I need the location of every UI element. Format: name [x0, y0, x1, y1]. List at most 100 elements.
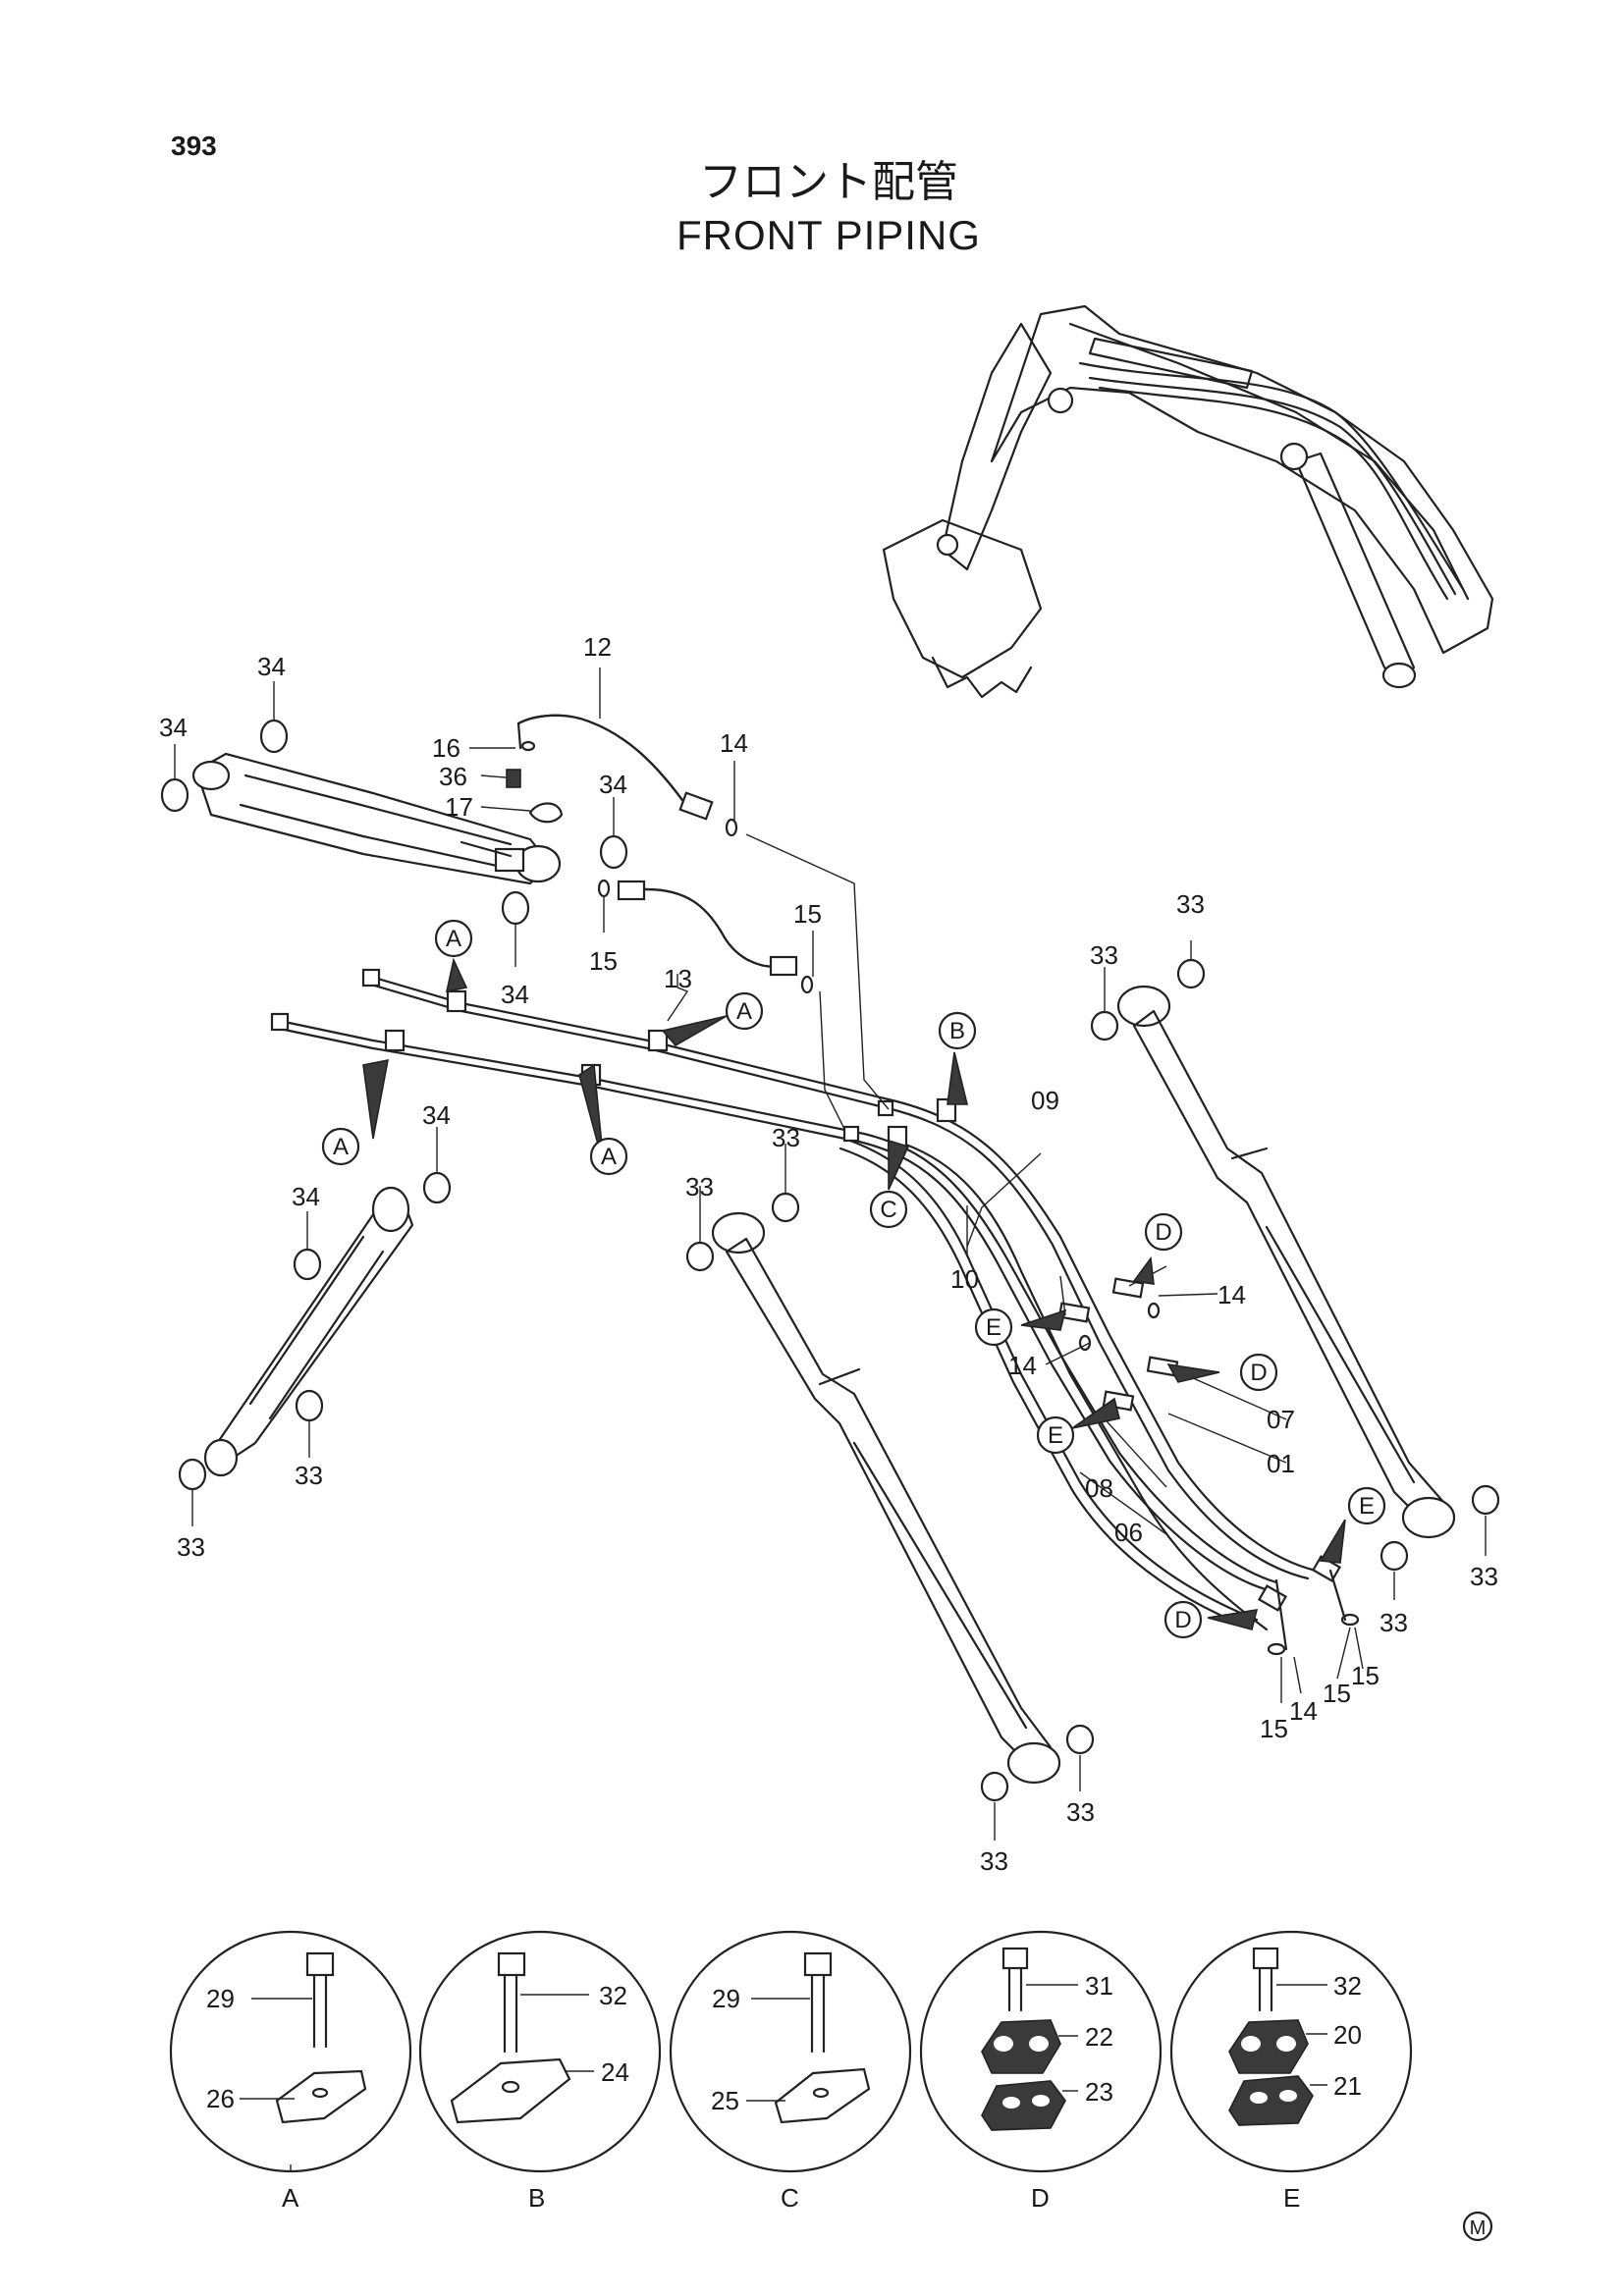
svg-text:B: B	[949, 1018, 965, 1044]
callout-33: 33	[980, 1846, 1008, 1876]
detail-b: 32 24 B	[418, 1930, 662, 2213]
svg-text:C: C	[880, 1197, 896, 1223]
long-pipes	[270, 968, 1360, 1656]
boom-cylinder-right	[1090, 958, 1500, 1572]
svg-text:A: A	[736, 998, 752, 1025]
callout-33: 33	[685, 1172, 714, 1201]
callout-08: 08	[1085, 1473, 1113, 1503]
callout-16: 16	[432, 733, 460, 763]
detail-a-clamp-callout: 26	[206, 2084, 235, 2113]
ref-circle-d-2: D	[1239, 1353, 1278, 1392]
callout-numbers: 01 06 07 08 09 10 12 13 14 14 14 14 15 1…	[159, 632, 1498, 1876]
callout-15: 15	[793, 899, 822, 929]
callout-34: 34	[422, 1100, 451, 1130]
callout-14: 14	[1217, 1280, 1246, 1309]
callout-33: 33	[1380, 1608, 1408, 1637]
callout-33: 33	[1066, 1797, 1095, 1827]
detail-d-lower-callout: 23	[1085, 2077, 1113, 2107]
callout-33: 33	[772, 1123, 800, 1152]
leader-lines	[174, 667, 1487, 1841]
detail-d-upper-callout: 22	[1085, 2022, 1113, 2052]
callout-36: 36	[439, 762, 467, 791]
detail-views: 29 26 A 32 24 B 29 25 C	[169, 1930, 1413, 2213]
page-number: 393	[171, 131, 217, 161]
detail-e: 32 20 21 E	[1169, 1930, 1413, 2213]
bucket-cylinder	[178, 1171, 452, 1491]
svg-text:A: A	[333, 1134, 349, 1160]
callout-13: 13	[664, 964, 692, 993]
callout-06: 06	[1114, 1518, 1143, 1547]
callout-33: 33	[1470, 1562, 1498, 1591]
callout-15: 15	[1351, 1661, 1380, 1690]
callout-34: 34	[599, 770, 627, 799]
svg-text:D: D	[1250, 1360, 1267, 1386]
detail-d-bolt-callout: 31	[1085, 1971, 1113, 2001]
detail-b-bolt-callout: 32	[599, 1981, 627, 2010]
callout-34: 34	[257, 652, 286, 681]
pipe-12	[516, 714, 714, 821]
boom-cylinder-middle	[685, 1192, 1095, 1802]
svg-text:E: E	[1048, 1422, 1063, 1449]
detail-e-upper-callout: 20	[1333, 2020, 1362, 2050]
callout-33: 33	[295, 1461, 323, 1490]
callout-09: 09	[1031, 1086, 1059, 1115]
detail-e-letter: E	[1283, 2183, 1300, 2213]
ref-circle-a-3: A	[321, 1127, 360, 1166]
ref-circle-b: B	[938, 1011, 977, 1050]
svg-text:M: M	[1470, 2217, 1487, 2239]
title-japanese: フロント配管	[699, 158, 958, 206]
callout-07: 07	[1267, 1405, 1295, 1434]
callout-01: 01	[1267, 1449, 1295, 1478]
callout-15: 15	[589, 946, 618, 976]
title-english: FRONT PIPING	[676, 212, 981, 258]
ref-circle-d-3: D	[1163, 1600, 1203, 1639]
callout-12: 12	[583, 632, 612, 662]
callout-15: 15	[1323, 1679, 1351, 1708]
detail-c-letter: C	[781, 2183, 799, 2213]
callout-10: 10	[950, 1264, 979, 1294]
ref-circle-e-2: E	[1036, 1415, 1075, 1455]
callout-17: 17	[445, 792, 473, 822]
pipe-13	[617, 880, 798, 977]
detail-a-bolt-callout: 29	[206, 1984, 235, 2013]
callout-14: 14	[1289, 1696, 1318, 1726]
detail-b-clamp-callout: 24	[601, 2057, 629, 2087]
detail-d: 31 22 23 D	[919, 1930, 1163, 2213]
detail-a: 29 26 A	[169, 1930, 412, 2213]
arm-cylinder	[191, 752, 562, 885]
detail-b-letter: B	[528, 2183, 545, 2213]
svg-text:E: E	[1359, 1493, 1375, 1520]
ref-circle-d-1: D	[1144, 1212, 1183, 1252]
detail-d-letter: D	[1031, 2183, 1050, 2213]
ref-circle-a-4: A	[589, 1137, 628, 1176]
svg-text:A: A	[601, 1144, 617, 1170]
ref-circle-c: C	[869, 1190, 908, 1229]
detail-a-letter: A	[282, 2183, 299, 2213]
excavator-front-overview	[882, 304, 1494, 699]
detail-c: 29 25 C	[669, 1930, 912, 2213]
ref-circle-e-3: E	[1347, 1486, 1386, 1525]
svg-text:A: A	[446, 926, 461, 952]
svg-text:E: E	[986, 1314, 1001, 1341]
ref-circle-a-1: A	[434, 919, 473, 958]
reference-arrows	[362, 957, 1346, 1630]
ref-circle-a-2: A	[725, 991, 764, 1031]
ref-circle-e-1: E	[974, 1308, 1013, 1347]
callout-33: 33	[1090, 940, 1118, 970]
callout-15: 15	[1260, 1714, 1288, 1743]
callout-33: 33	[177, 1532, 205, 1562]
svg-text:D: D	[1155, 1219, 1171, 1246]
detail-c-bolt-callout: 29	[712, 1984, 740, 2013]
detail-e-lower-callout: 21	[1333, 2071, 1362, 2101]
callout-14: 14	[720, 728, 748, 758]
callout-34: 34	[159, 713, 188, 742]
detail-c-clamp-callout: 25	[711, 2086, 739, 2115]
callout-33: 33	[1176, 889, 1205, 919]
washer-34-group	[160, 719, 628, 926]
m-mark: M	[1462, 2211, 1493, 2242]
clamp-reference-circles: A A A A B C D D D E E E	[321, 919, 1386, 1639]
callout-14: 14	[1008, 1351, 1037, 1380]
callout-34: 34	[501, 980, 529, 1009]
detail-e-bolt-callout: 32	[1333, 1971, 1362, 2001]
